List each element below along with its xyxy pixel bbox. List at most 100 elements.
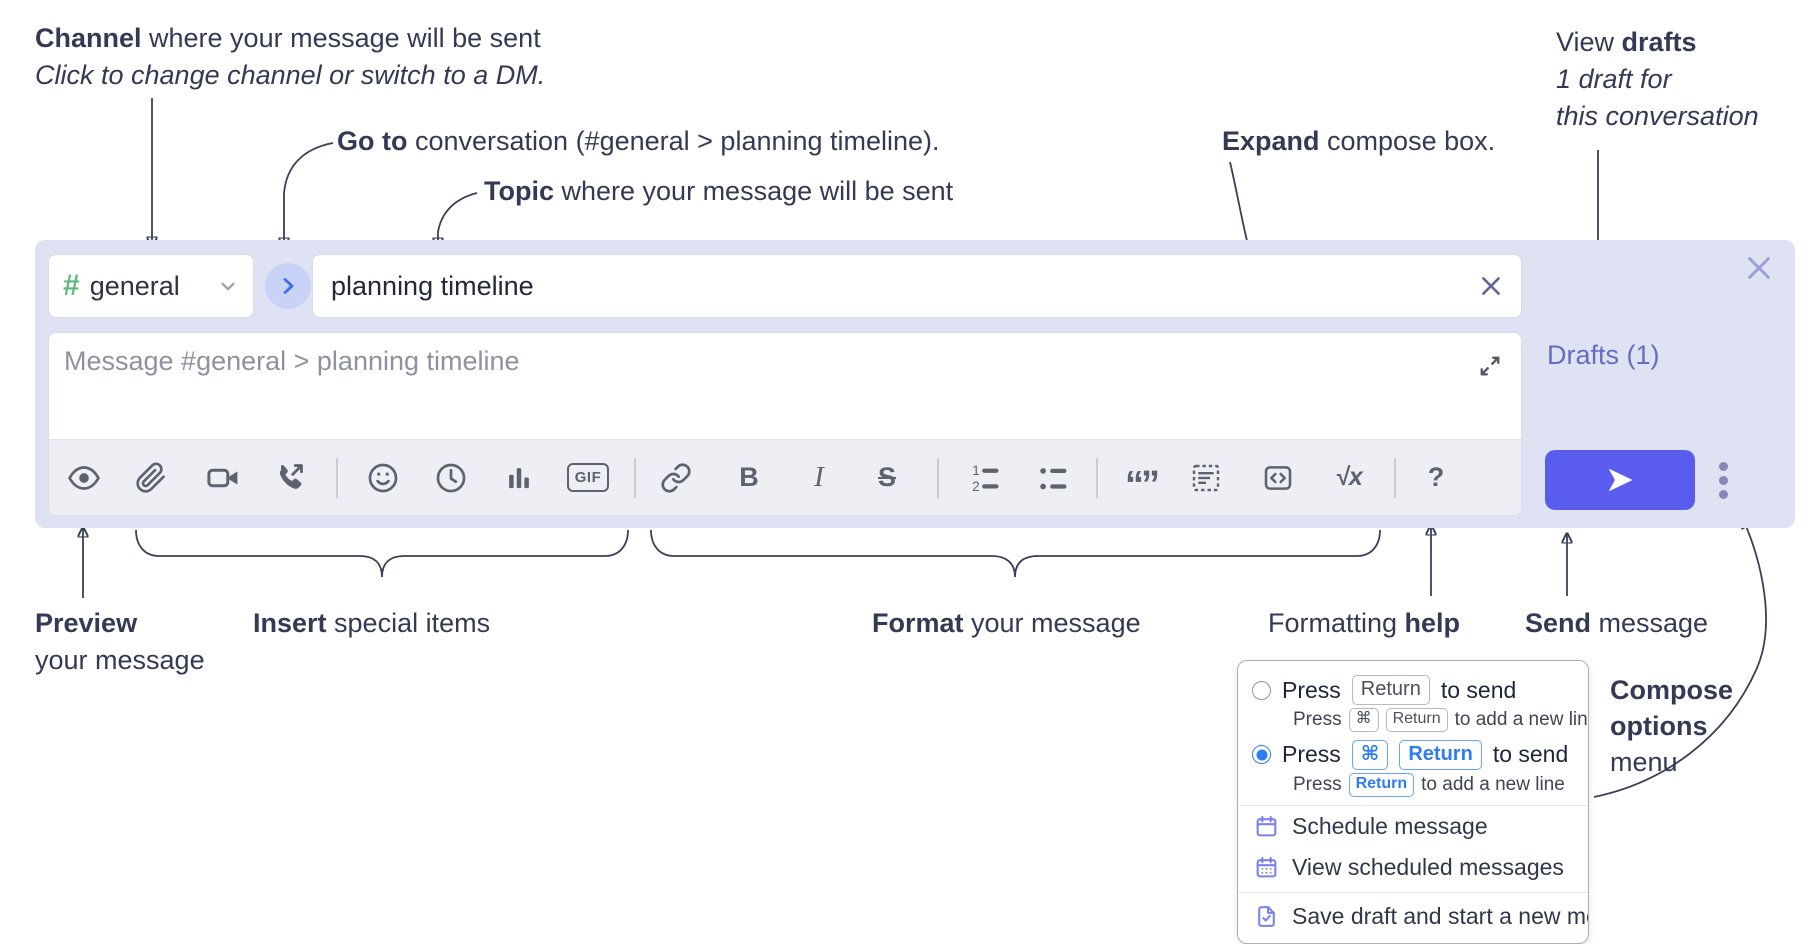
radio-option-cmd-return-to-send[interactable]: Press ⌘ Return to send [1252, 739, 1574, 770]
code-block-button[interactable] [1184, 456, 1228, 500]
format-brace [650, 529, 1381, 578]
send-button[interactable] [1545, 450, 1695, 510]
link-button[interactable] [654, 456, 698, 500]
channel-annotation: Channel where your message will be sent … [35, 20, 545, 94]
expand-annotation: Expand compose box. [1222, 123, 1495, 160]
clock-icon [436, 463, 466, 492]
calendar-icon [1254, 814, 1279, 839]
bold-icon: B [739, 462, 759, 492]
preview-button[interactable] [62, 456, 106, 500]
menu-item-view-scheduled-messages[interactable]: View scheduled messages [1238, 847, 1588, 888]
option1-post: to send [1440, 676, 1517, 703]
phone-outgoing-icon [279, 463, 303, 489]
menu-item-save-draft[interactable]: Save draft and start a new message [1238, 893, 1588, 943]
svg-text:2: 2 [972, 478, 979, 493]
channel-annotation-line2: Click to change channel or switch to a D… [35, 60, 546, 90]
arrow-goto [284, 142, 334, 247]
menu-item-schedule-message[interactable]: Schedule message [1238, 806, 1588, 847]
option2-subtext: Press Return to add a new line [1293, 772, 1574, 797]
view-drafts-annotation: View drafts 1 draft for this conversatio… [1556, 24, 1759, 135]
send-icon [1608, 468, 1633, 492]
option2-post: to send [1492, 741, 1569, 768]
schedule-button[interactable] [429, 456, 473, 500]
quote-icon: “” [1125, 463, 1160, 506]
option1-pre: Press [1282, 676, 1341, 703]
poll-button[interactable] [497, 456, 541, 500]
topic-annotation-rest: where your message will be sent [554, 176, 954, 206]
send-annotation: Send message [1525, 605, 1708, 642]
code-block-icon [1192, 464, 1220, 491]
channel-name: general [89, 270, 180, 301]
option2-sub-pre: Press [1293, 773, 1342, 795]
clear-topic-button[interactable] [1475, 270, 1507, 302]
return-key-chip: Return [1348, 772, 1415, 797]
toolbar-divider [634, 458, 636, 498]
menu-divider [1238, 804, 1588, 806]
blockquote-button[interactable]: “” [1119, 456, 1163, 506]
expand-compose-button[interactable] [1475, 351, 1505, 381]
gif-button[interactable]: GIF [566, 456, 610, 500]
view-drafts-pre: View [1556, 27, 1622, 57]
emoji-button[interactable] [361, 456, 405, 500]
chevron-right-icon [276, 274, 300, 298]
topic-input[interactable] [313, 255, 1521, 317]
arrow-topic [438, 192, 478, 247]
compose-options-menu: Press Return to send Press ⌘ Return to a… [1237, 660, 1589, 944]
chevron-down-icon [217, 275, 239, 297]
attach-button[interactable] [129, 456, 173, 500]
option1-subtext: Press ⌘ Return to add a new line [1293, 708, 1588, 732]
return-key-chip: Return [1399, 739, 1482, 770]
send-annotation-bold: Send [1525, 608, 1592, 638]
code-icon [1264, 465, 1292, 490]
strikethrough-icon: S [877, 462, 896, 492]
format-annotation: Format your message [872, 605, 1141, 642]
calendar-grid-icon [1254, 855, 1279, 880]
toolbar-divider [1394, 458, 1396, 498]
formula-icon: √x [1335, 463, 1363, 491]
italic-icon: I [814, 461, 824, 493]
channel-annotation-bold: Channel [35, 23, 142, 53]
formatting-help-annotation: Formatting help [1268, 605, 1460, 642]
return-key-chip: Return [1385, 708, 1448, 732]
topic-annotation: Topic where your message will be sent [484, 173, 953, 210]
call-button[interactable] [267, 456, 311, 500]
message-box: Message #general > planning timeline [48, 332, 1522, 516]
video-button[interactable] [201, 456, 245, 500]
compose-options-bold2: options [1610, 711, 1708, 741]
option2-pre: Press [1282, 741, 1341, 768]
channel-selector-button[interactable]: # general [48, 254, 254, 318]
insert-annotation-bold: Insert [253, 608, 327, 638]
gif-icon: GIF [566, 463, 610, 492]
bullet-list-button[interactable] [1031, 456, 1075, 500]
formatting-help-pre: Formatting [1268, 608, 1405, 638]
toolbar-divider [937, 458, 939, 498]
menu-item-label: Save draft and start a new message [1292, 902, 1588, 929]
expand-annotation-bold: Expand [1222, 126, 1320, 156]
goto-conversation-button[interactable] [265, 263, 311, 309]
insert-annotation-rest: special items [326, 608, 491, 638]
message-input[interactable]: Message #general > planning timeline [49, 333, 1521, 439]
send-annotation-rest: message [1591, 608, 1709, 638]
video-camera-icon [207, 468, 238, 487]
svg-text:1: 1 [972, 463, 979, 478]
message-placeholder: Message #general > planning timeline [64, 346, 520, 376]
formula-button[interactable]: √x [1327, 456, 1371, 500]
formatting-help-button[interactable]: ? [1414, 456, 1458, 500]
drafts-link[interactable]: Drafts (1) [1547, 340, 1660, 370]
goto-annotation-bold: Go to [337, 126, 408, 156]
radio-option-return-to-send[interactable]: Press Return to send [1252, 675, 1574, 705]
preview-annotation: Preview your message [35, 605, 205, 679]
close-compose-button[interactable] [1741, 250, 1777, 286]
compose-box: # general Message #general > pla [35, 240, 1795, 528]
question-mark-icon: ? [1427, 462, 1445, 492]
close-icon [1748, 257, 1770, 279]
code-button[interactable] [1256, 456, 1300, 500]
compose-options-button[interactable] [1703, 457, 1743, 503]
bold-button[interactable]: B [727, 456, 771, 500]
preview-annotation-bold: Preview [35, 608, 138, 638]
strikethrough-button[interactable]: S [865, 456, 909, 500]
italic-button[interactable]: I [797, 456, 841, 500]
